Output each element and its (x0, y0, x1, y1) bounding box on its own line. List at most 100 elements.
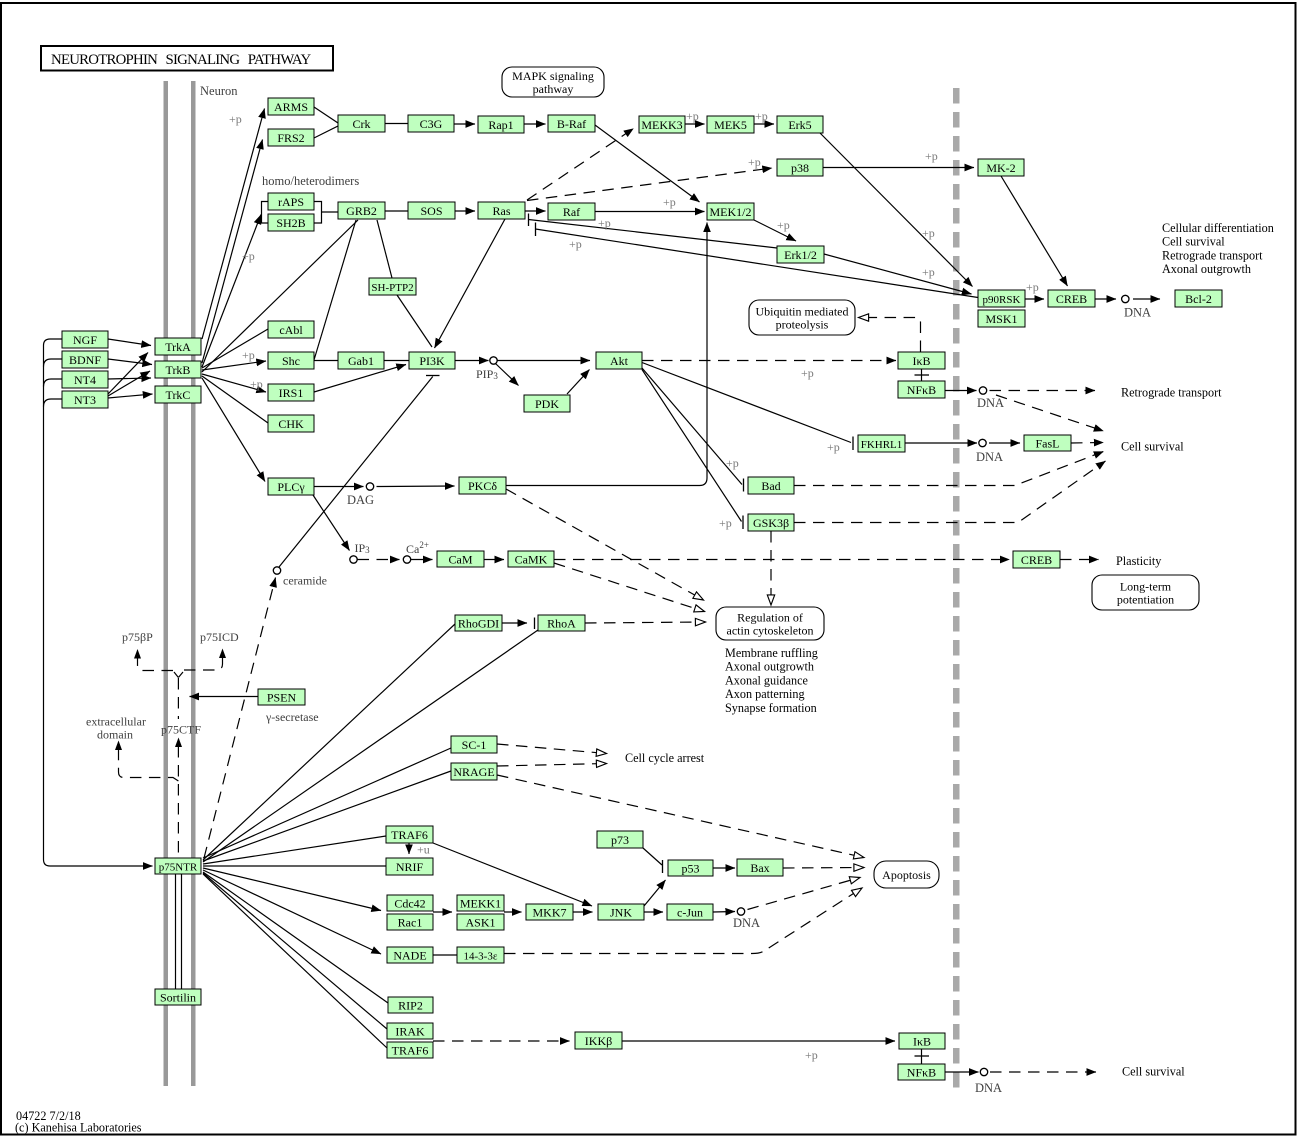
svg-text:DNA: DNA (976, 450, 1003, 464)
svg-text:+p: +p (777, 218, 790, 232)
svg-text:MEKK3: MEKK3 (641, 118, 682, 132)
svg-text:Axonal outgrowth: Axonal outgrowth (1162, 262, 1251, 276)
svg-text:+p: +p (748, 155, 761, 169)
svg-text:+p: +p (726, 456, 739, 470)
svg-text:SOS: SOS (420, 204, 442, 218)
svg-text:MEK1/2: MEK1/2 (710, 205, 752, 219)
svg-text:Crk: Crk (353, 117, 371, 131)
svg-text:Sortilin: Sortilin (160, 990, 196, 1004)
svg-text:PSEN: PSEN (267, 690, 297, 704)
svg-text:IRS1: IRS1 (279, 386, 304, 400)
svg-text:Raf: Raf (563, 205, 580, 219)
svg-text:MEKK1: MEKK1 (460, 896, 501, 910)
svg-text:+p: +p (229, 112, 242, 126)
svg-text:Cdc42: Cdc42 (394, 896, 425, 910)
svg-text:Membrane ruffling: Membrane ruffling (725, 646, 818, 660)
svg-text:DNA: DNA (975, 1081, 1002, 1095)
svg-text:PIP3: PIP3 (476, 367, 498, 381)
svg-text:14-3-3ε: 14-3-3ε (464, 950, 498, 962)
svg-text:Synapse formation: Synapse formation (725, 701, 817, 715)
svg-text:Axonal guidance: Axonal guidance (725, 673, 808, 687)
svg-text:(c) Kanehisa Laboratories: (c) Kanehisa Laboratories (15, 1121, 142, 1135)
svg-text:+p: +p (242, 348, 255, 362)
svg-text:+p: +p (719, 516, 732, 530)
svg-text:p75βP: p75βP (122, 630, 153, 644)
svg-text:p75ICD: p75ICD (200, 630, 239, 644)
svg-text:p38: p38 (791, 161, 809, 175)
svg-text:+u: +u (417, 843, 430, 857)
svg-text:NRIF: NRIF (396, 860, 424, 874)
svg-text:Plasticity: Plasticity (1116, 554, 1162, 568)
svg-text:DNA: DNA (733, 916, 760, 930)
svg-text:+p: +p (250, 377, 263, 391)
svg-text:pathway: pathway (533, 82, 574, 96)
svg-text:Cell survival: Cell survival (1162, 235, 1225, 249)
svg-text:extracellular: extracellular (86, 715, 146, 729)
svg-text:FasL: FasL (1036, 436, 1060, 450)
svg-text:NGF: NGF (73, 333, 97, 347)
svg-text:TrkC: TrkC (166, 388, 191, 402)
svg-text:homo/heterodimers: homo/heterodimers (262, 174, 359, 188)
svg-text:+p: +p (598, 216, 611, 230)
svg-text:Cell survival: Cell survival (1121, 440, 1184, 454)
svg-text:NRAGE: NRAGE (453, 765, 494, 779)
svg-text:Regulation of: Regulation of (737, 610, 803, 624)
svg-text:rAPS: rAPS (278, 195, 304, 209)
svg-text:MKK7: MKK7 (532, 905, 566, 919)
svg-text:actin cytoskeleton: actin cytoskeleton (727, 623, 814, 637)
svg-text:CaMK: CaMK (515, 552, 548, 566)
svg-text:FKHRL1: FKHRL1 (861, 439, 903, 451)
svg-text:NFκB: NFκB (907, 1065, 936, 1079)
svg-text:PI3K: PI3K (419, 354, 445, 368)
svg-text:+p: +p (569, 237, 582, 251)
svg-text:ARMS: ARMS (274, 100, 308, 114)
svg-text:FRS2: FRS2 (277, 131, 304, 145)
svg-text:SH-PTP2: SH-PTP2 (371, 282, 413, 294)
svg-text:+p: +p (801, 366, 814, 380)
svg-text:Bcl-2: Bcl-2 (1185, 292, 1212, 306)
svg-text:Ubiquitin mediated: Ubiquitin mediated (756, 304, 849, 318)
svg-text:Rap1: Rap1 (488, 118, 513, 132)
svg-text:p73: p73 (611, 833, 629, 847)
svg-text:Apoptosis: Apoptosis (882, 868, 931, 882)
svg-text:IκB: IκB (913, 1034, 931, 1048)
svg-text:Retrograde transport: Retrograde transport (1162, 248, 1263, 262)
svg-text:GRB2: GRB2 (346, 204, 377, 218)
svg-text:PDK: PDK (535, 397, 559, 411)
svg-text:TRAF6: TRAF6 (392, 1043, 429, 1057)
svg-text:CREB: CREB (1056, 292, 1087, 306)
svg-text:IP3: IP3 (355, 541, 371, 555)
svg-text:proteolysis: proteolysis (776, 317, 829, 331)
svg-text:+p: +p (805, 1048, 818, 1062)
svg-text:+p: +p (1026, 280, 1039, 294)
svg-text:c-Jun: c-Jun (677, 905, 703, 919)
svg-text:DNA: DNA (977, 396, 1004, 410)
svg-text:Axonal outgrowth: Axonal outgrowth (725, 660, 814, 674)
svg-text:DNA: DNA (1124, 306, 1151, 320)
svg-text:ASK1: ASK1 (465, 915, 495, 929)
svg-text:TrkA: TrkA (165, 340, 191, 354)
svg-text:Shc: Shc (282, 354, 300, 368)
svg-text:p75CTF: p75CTF (161, 723, 201, 737)
svg-text:SH2B: SH2B (276, 216, 305, 230)
svg-text:p90RSK: p90RSK (983, 294, 1021, 306)
svg-text:Cell survival: Cell survival (1122, 1065, 1185, 1079)
svg-text:+p: +p (922, 265, 935, 279)
svg-text:Long-term: Long-term (1120, 579, 1172, 593)
svg-text:domain: domain (97, 728, 133, 742)
svg-text:Akt: Akt (610, 354, 629, 368)
svg-text:Rac1: Rac1 (398, 915, 423, 929)
svg-text:Bad: Bad (761, 479, 780, 493)
svg-text:cAbl: cAbl (279, 323, 303, 337)
svg-text:Axon patterning: Axon patterning (725, 687, 805, 701)
svg-text:TrkB: TrkB (166, 363, 191, 377)
svg-text:+p: +p (925, 149, 938, 163)
svg-text:GSK3β: GSK3β (753, 516, 789, 530)
svg-text:NADE: NADE (393, 948, 426, 962)
svg-text:C3G: C3G (420, 117, 443, 131)
svg-text:PLCγ: PLCγ (277, 480, 305, 494)
svg-text:IKKβ: IKKβ (585, 1034, 612, 1048)
svg-text:+p: +p (663, 195, 676, 209)
svg-text:JNK: JNK (610, 905, 632, 919)
svg-text:CHK: CHK (278, 417, 304, 431)
